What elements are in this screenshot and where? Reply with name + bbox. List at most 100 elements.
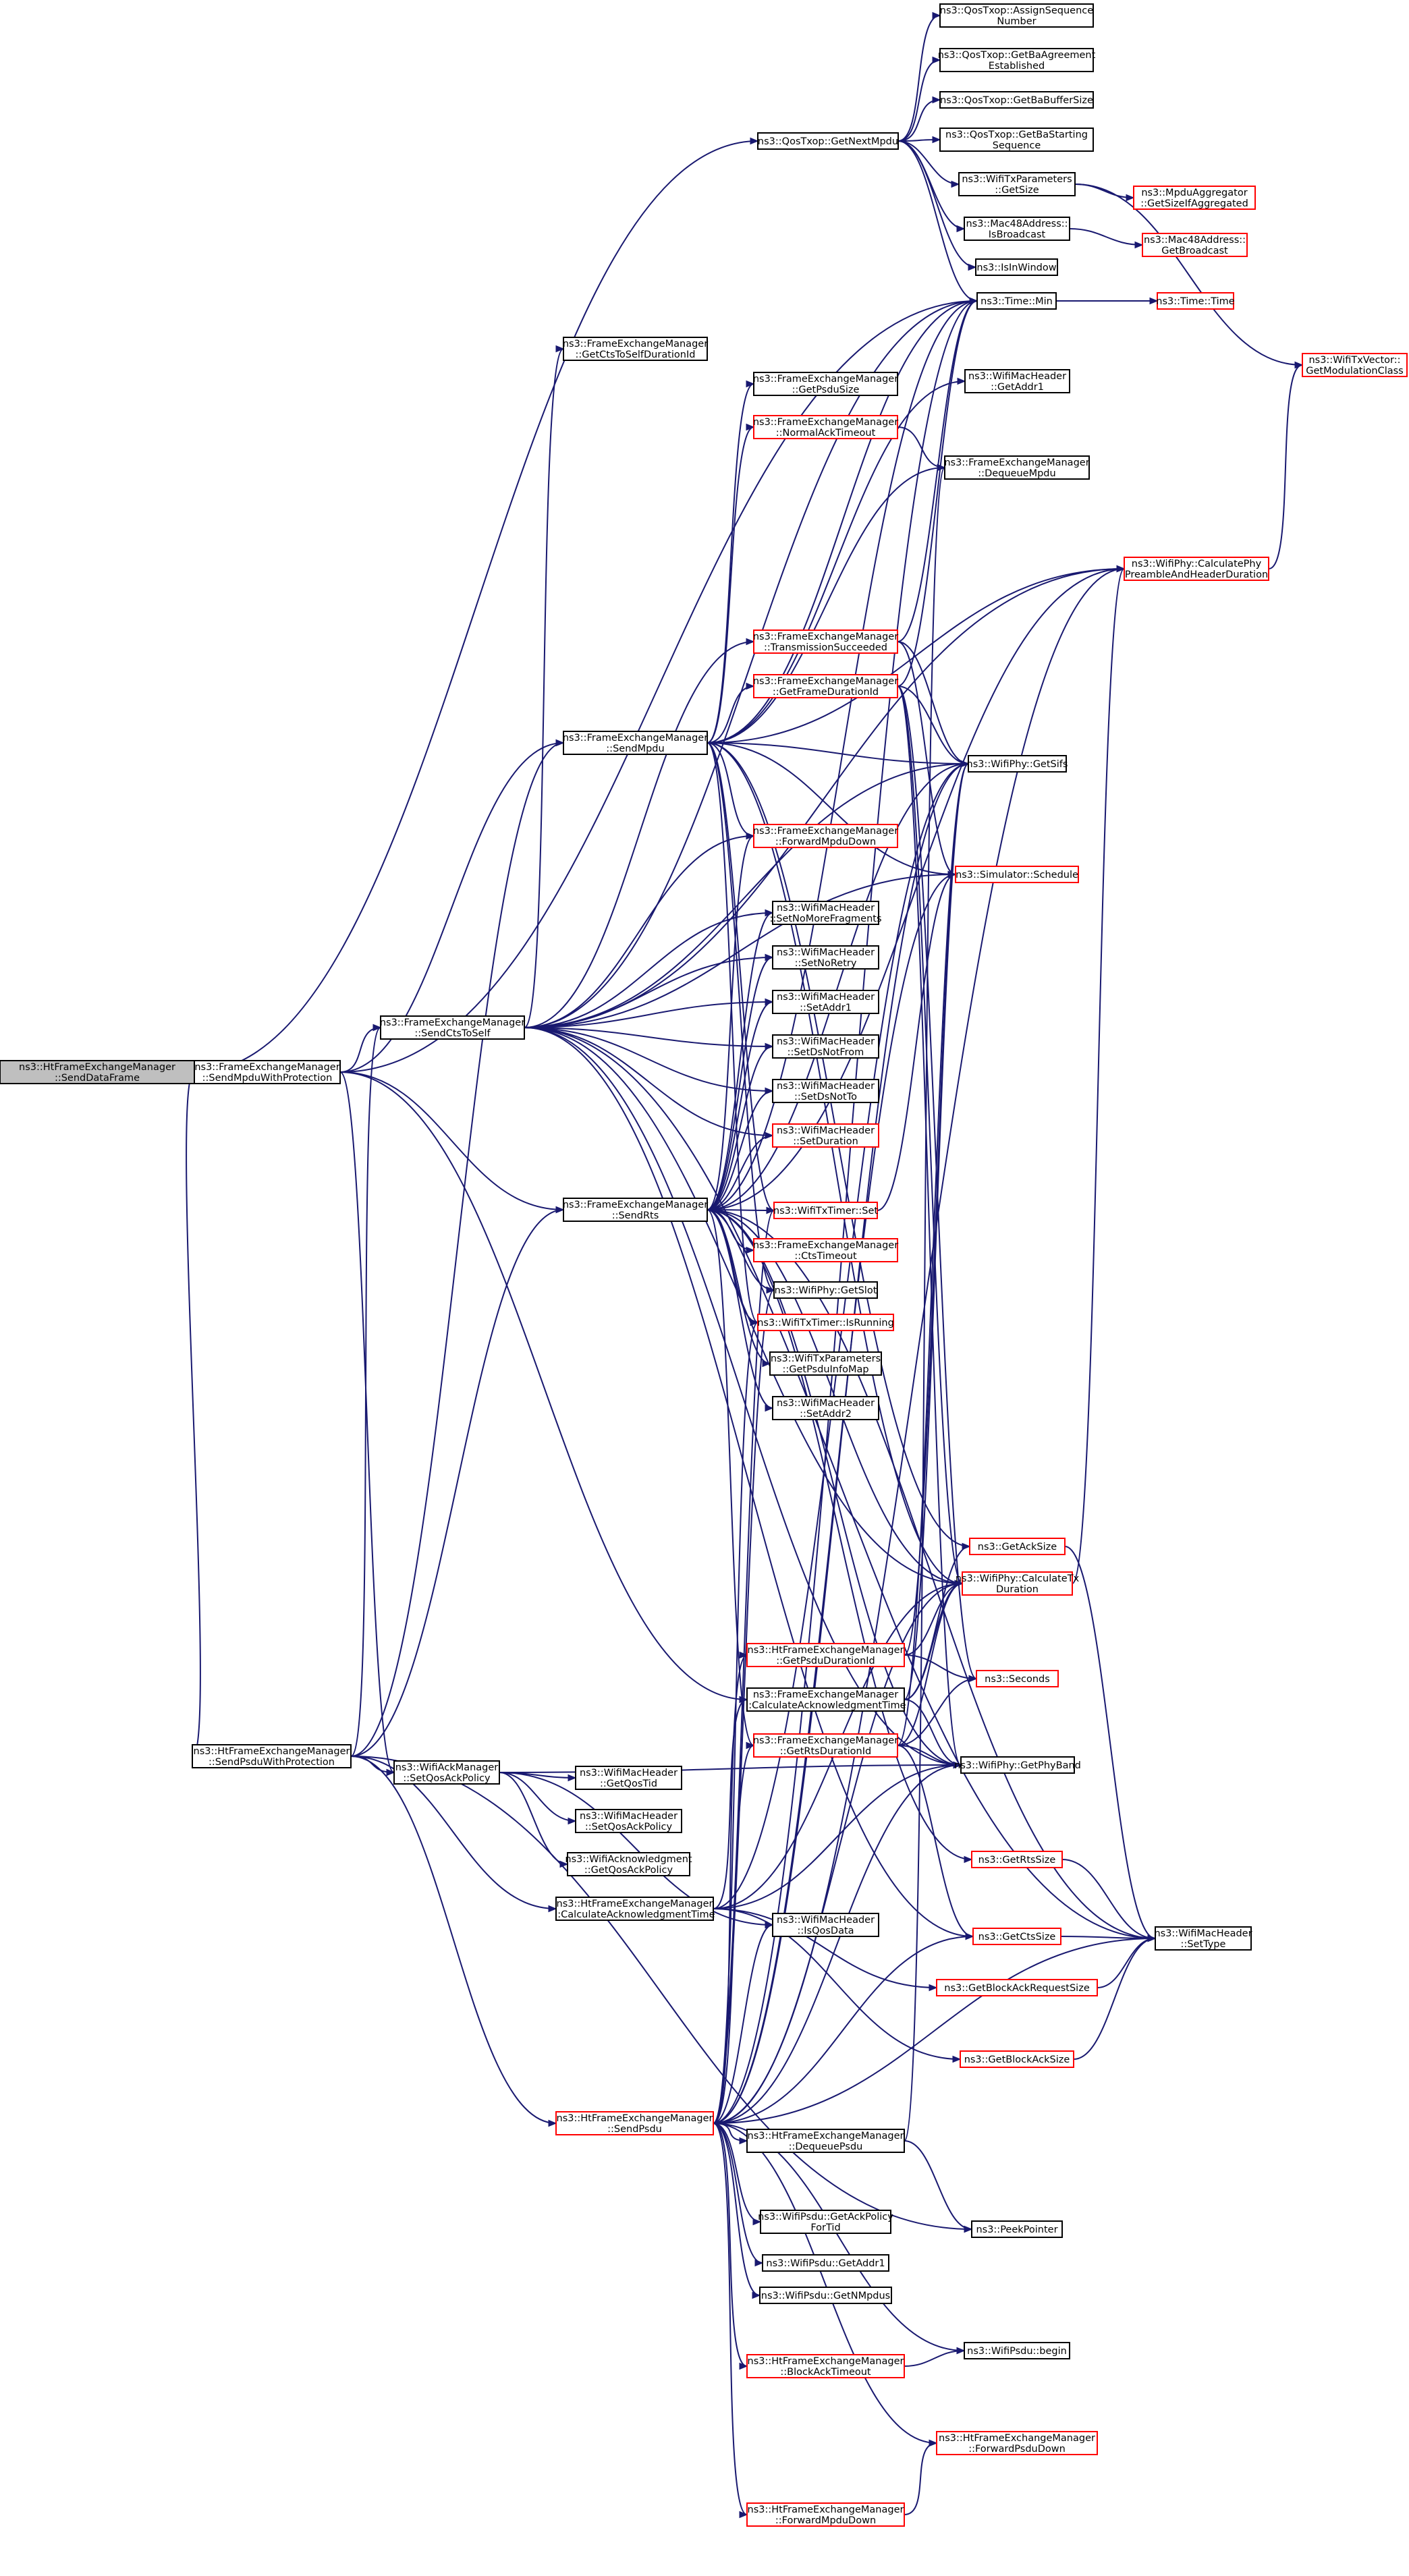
node-isInWindow[interactable]: ns3::IsInWindow [975,258,1058,276]
node-setNoRetry[interactable]: ns3::WifiMacHeader::SetNoRetry [772,945,879,970]
call-edge [713,1651,748,2124]
node-getPsduInfoMap[interactable]: ns3::WifiTxParameters::GetPsduInfoMap [769,1351,882,1376]
node-psduGetAddr1[interactable]: ns3::WifiPsdu::GetAddr1 [762,2254,889,2272]
node-label: ::SendRts [612,1210,659,1221]
node-label: ::SetQosAckPolicy [403,1773,491,1784]
node-label: ::TransmissionSucceeded [764,642,887,653]
edge-line [897,1745,974,1937]
node-setDsNotTo[interactable]: ns3::WifiMacHeader::SetDsNotTo [772,1079,879,1103]
node-seconds[interactable]: ns3::Seconds [976,1670,1059,1687]
node-getRtsSize[interactable]: ns3::GetRtsSize [971,1851,1063,1868]
node-setQosAckPolicyMgr[interactable]: ns3::WifiAckManager::SetQosAckPolicy [393,1760,500,1785]
node-label: ns3::WifiPhy::GetSifs [967,759,1068,770]
node-txTimerSet[interactable]: ns3::WifiTxTimer::Set [773,1202,878,1219]
node-getQosAckPolicy[interactable]: ns3::WifiAcknowledgment::GetQosAckPolicy [565,1852,692,1876]
node-getBaSize[interactable]: ns3::GetBlockAckSize [960,2050,1074,2068]
node-getCtsSize[interactable]: ns3::GetCtsSize [972,1928,1061,1945]
node-isRunning[interactable]: ns3::WifiTxTimer::IsRunning [757,1314,894,1331]
node-getQosTid[interactable]: ns3::WifiMacHeader::GetQosTid [575,1766,682,1790]
node-isBroadcast[interactable]: ns3::Mac48Address::IsBroadcast [964,217,1070,241]
node-dequeueMpdu[interactable]: ns3::FrameExchangeManager::DequeueMpdu [944,455,1090,480]
node-txParamsGetSize[interactable]: ns3::WifiTxParameters::GetSize [958,172,1076,196]
node-blockAckTimeout[interactable]: ns3::HtFrameExchangeManager::BlockAckTim… [746,2354,905,2378]
node-setAddr2[interactable]: ns3::WifiMacHeader::SetAddr2 [772,1396,879,1420]
node-getPsduSize[interactable]: ns3::FrameExchangeManager::GetPsduSize [753,372,898,396]
node-box [753,1733,898,1758]
edge-line [707,381,966,744]
node-peekPointer[interactable]: ns3::PeekPointer [971,2220,1063,2238]
node-box [1133,186,1256,210]
node-timeMin[interactable]: ns3::Time::Min [976,292,1057,310]
node-setType[interactable]: ns3::WifiMacHeader::SetType [1154,1926,1252,1951]
node-getAckSize[interactable]: ns3::GetAckSize [969,1538,1066,1555]
node-root[interactable]: ns3::HtFrameExchangeManager::SendDataFra… [0,1060,195,1084]
node-schedule[interactable]: ns3::Simulator::Schedule [955,866,1079,883]
node-getModClass[interactable]: ns3::WifiTxVector::GetModulationClass [1302,353,1408,377]
node-label: ns3::FrameExchangeManager [753,1735,898,1746]
node-getSizeIfAggr[interactable]: ns3::MpduAggregator::GetSizeIfAggregated [1133,186,1256,210]
node-getBroadcast[interactable]: ns3::Mac48Address::GetBroadcast [1142,233,1248,257]
node-getNMpdus[interactable]: ns3::WifiPsdu::GetNMpdus [759,2287,892,2304]
node-isQosData[interactable]: ns3::WifiMacHeader::IsQosData [772,1913,879,1937]
node-getBaBuffer[interactable]: ns3::QosTxop::GetBaBufferSize [939,91,1094,109]
edge-line [707,742,754,837]
node-getRtsDur[interactable]: ns3::FrameExchangeManager::GetRtsDuratio… [753,1733,898,1758]
edge-arrowhead [765,1404,774,1412]
node-sendPsduWithProt[interactable]: ns3::HtFrameExchangeManager::SendPsduWit… [192,1744,352,1768]
node-label: ::SetDsNotTo [794,1092,857,1102]
node-getSlot[interactable]: ns3::WifiPhy::GetSlot [773,1281,878,1299]
node-calcAckTimeFem[interactable]: ns3::FrameExchangeManager::CalculateAckn… [745,1687,906,1712]
node-txSucceeded[interactable]: ns3::FrameExchangeManager::TransmissionS… [753,629,898,654]
node-getPhyBand[interactable]: ns3::WifiPhy::GetPhyBand [954,1756,1081,1774]
node-normalAckTimeout[interactable]: ns3::FrameExchangeManager::NormalAckTime… [753,415,898,439]
node-getCtsToSelf[interactable]: ns3::FrameExchangeManager::GetCtsToSelfD… [563,337,708,361]
node-setNoMoreFrag[interactable]: ns3::WifiMacHeader::SetNoMoreFragments [769,901,882,925]
node-htForwardMpduDown[interactable]: ns3::HtFrameExchangeManager::ForwardMpdu… [746,2502,905,2527]
node-psduBegin[interactable]: ns3::WifiPsdu::begin [964,2342,1070,2359]
node-sendCtsToSelf[interactable]: ns3::FrameExchangeManager::SendCtsToSelf [380,1015,525,1040]
edge-arrowhead [739,1651,748,1659]
node-dequeuePsdu[interactable]: ns3::HtFrameExchangeManager::DequeuePsdu [746,2129,905,2153]
edge-arrowhead [968,1675,978,1683]
edge-line [524,1027,974,1937]
edge-line [897,140,976,268]
node-setQosAckPolicyHdr[interactable]: ns3::WifiMacHeader::SetQosAckPolicy [575,1809,682,1833]
node-label: Sequence [993,140,1041,151]
node-box [746,1643,905,1667]
node-calcPreamble[interactable]: ns3::WifiPhy::CalculatePhyPreambleAndHea… [1124,557,1269,581]
edge-arrowhead [765,1042,774,1051]
node-label: ns3::WifiPhy::GetPhyBand [954,1760,1081,1771]
edge-line [707,742,963,1584]
node-sendPsdu[interactable]: ns3::HtFrameExchangeManager::SendPsdu [555,2111,714,2135]
node-getBarSize[interactable]: ns3::GetBlockAckRequestSize [936,1979,1098,1996]
node-label: ns3::WifiMacHeader [777,1398,875,1409]
edge-line [713,1289,775,2124]
node-setAddr1[interactable]: ns3::WifiMacHeader::SetAddr1 [772,990,879,1014]
node-sendMpdu[interactable]: ns3::FrameExchangeManager::SendMpdu [563,731,708,755]
node-forwardPsduDown[interactable]: ns3::HtFrameExchangeManager::ForwardPsdu… [936,2431,1098,2455]
node-getAddr1[interactable]: ns3::WifiMacHeader::GetAddr1 [964,369,1070,393]
node-setDuration[interactable]: ns3::WifiMacHeader::SetDuration [772,1123,879,1148]
node-label: ::ForwardPsduDown [968,2444,1066,2455]
node-getFrameDur[interactable]: ns3::FrameExchangeManager::GetFrameDurat… [753,674,898,698]
node-label: ::IsQosData [797,1926,854,1936]
node-getPsduDur[interactable]: ns3::HtFrameExchangeManager::GetPsduDura… [746,1643,905,1667]
node-timeTime[interactable]: ns3::Time::Time [1156,292,1235,310]
node-setDsNotFrom[interactable]: ns3::WifiMacHeader::SetDsNotFrom [772,1034,879,1059]
node-forwardMpduDown[interactable]: ns3::FrameExchangeManager::ForwardMpduDo… [753,824,898,848]
node-getSifs[interactable]: ns3::WifiPhy::GetSifs [967,755,1068,773]
node-calcAckTimeHt[interactable]: ns3::HtFrameExchangeManager::CalculateAc… [554,1897,715,1921]
node-label: ::GetPsduSize [792,385,860,395]
node-sendRts[interactable]: ns3::FrameExchangeManager::SendRts [563,1198,708,1222]
node-ctsTimeout[interactable]: ns3::FrameExchangeManager::CtsTimeout [753,1238,898,1262]
node-label: ns3::FrameExchangeManager [944,457,1089,468]
node-sendMpduWithProt[interactable]: ns3::FrameExchangeManager::SendMpduWithP… [194,1060,341,1084]
node-getNextMpdu[interactable]: ns3::QosTxop::GetNextMpdu [757,132,899,150]
edge-arrowhead [568,1774,577,1782]
